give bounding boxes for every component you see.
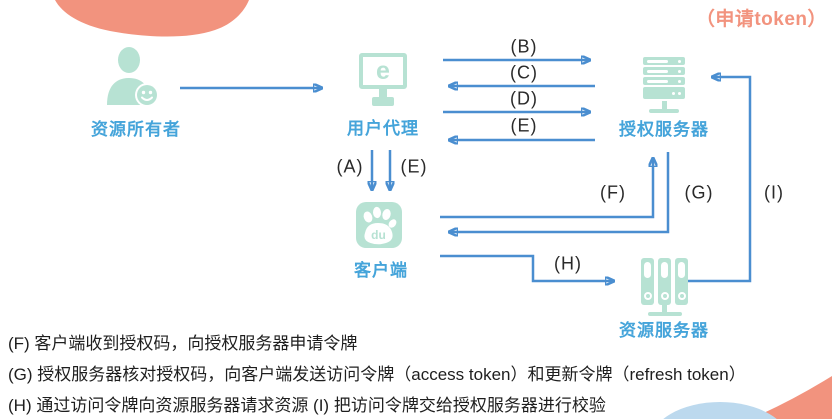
- binder: [641, 258, 654, 305]
- browser-monitor-icon: e: [359, 53, 407, 89]
- baidu-paw-icon: du: [363, 206, 397, 245]
- rack-neck: [661, 101, 667, 109]
- browser-letter: e: [376, 56, 390, 85]
- person-icon: [107, 47, 159, 107]
- node-label-user-agent: 用户代理: [347, 119, 419, 138]
- arrow-label-a: (A): [336, 156, 364, 177]
- binders-icon: [641, 258, 688, 305]
- note-g: (G) 授权服务器核对授权码，向客户端发送访问令牌（access token）和…: [8, 365, 746, 384]
- node-client: du: [356, 202, 402, 248]
- arrow-label-e: (E): [510, 115, 538, 136]
- binders-base: [647, 312, 682, 316]
- arrow-label-h: (H): [554, 253, 582, 274]
- smiley-icon: [135, 83, 159, 107]
- arrow-label-g: (G): [684, 182, 714, 203]
- arrow-i: [688, 77, 752, 283]
- arrow-label-b: (B): [510, 36, 538, 57]
- arrow-f: [440, 160, 653, 219]
- arrow-label-c: (C): [510, 62, 538, 83]
- rack-row: [643, 67, 685, 75]
- rack-row-base-unit: [643, 87, 685, 99]
- arrow-h: [440, 254, 612, 281]
- note-f: (F) 客户端收到授权码，向授权服务器申请令牌: [8, 334, 358, 353]
- rack-row: [643, 77, 685, 85]
- arrow-label-f: (F): [600, 182, 626, 203]
- arrow-label-i: (I): [764, 182, 784, 203]
- node-user-agent: e: [359, 53, 407, 106]
- binders-neck: [662, 305, 667, 312]
- deco-circle-bottom: [663, 402, 777, 419]
- arrow-label-d: (D): [510, 88, 538, 109]
- node-label-client: 客户端: [354, 261, 408, 280]
- node-label-auth-server: 授权服务器: [619, 120, 709, 139]
- rack-row: [643, 57, 685, 65]
- arrow-g: [451, 152, 670, 232]
- node-resource-server: [641, 258, 688, 316]
- client-app-tile: du: [356, 202, 402, 248]
- node-label-resource-owner: 资源所有者: [91, 120, 181, 139]
- deco-wedge-bottom-right: [750, 376, 832, 419]
- node-label-resource-server: 资源服务器: [619, 321, 709, 340]
- binder: [658, 258, 671, 305]
- monitor-base: [372, 97, 394, 106]
- deco-blob-top-left: [55, 0, 249, 37]
- annotation-token-note: （申请token）: [695, 9, 827, 30]
- baidu-du-text: du: [371, 228, 386, 242]
- arrow-label-e-vertical: (E): [400, 156, 428, 177]
- note-h: (H) 通过访问令牌向资源服务器请求资源 (I) 把访问令牌交给授权服务器进行校…: [8, 396, 606, 415]
- binder: [675, 258, 688, 305]
- node-resource-owner: [103, 47, 161, 112]
- monitor-neck: [379, 89, 387, 97]
- node-auth-server: [643, 57, 685, 113]
- rack-base: [649, 109, 679, 113]
- server-rack-icon: [643, 57, 685, 113]
